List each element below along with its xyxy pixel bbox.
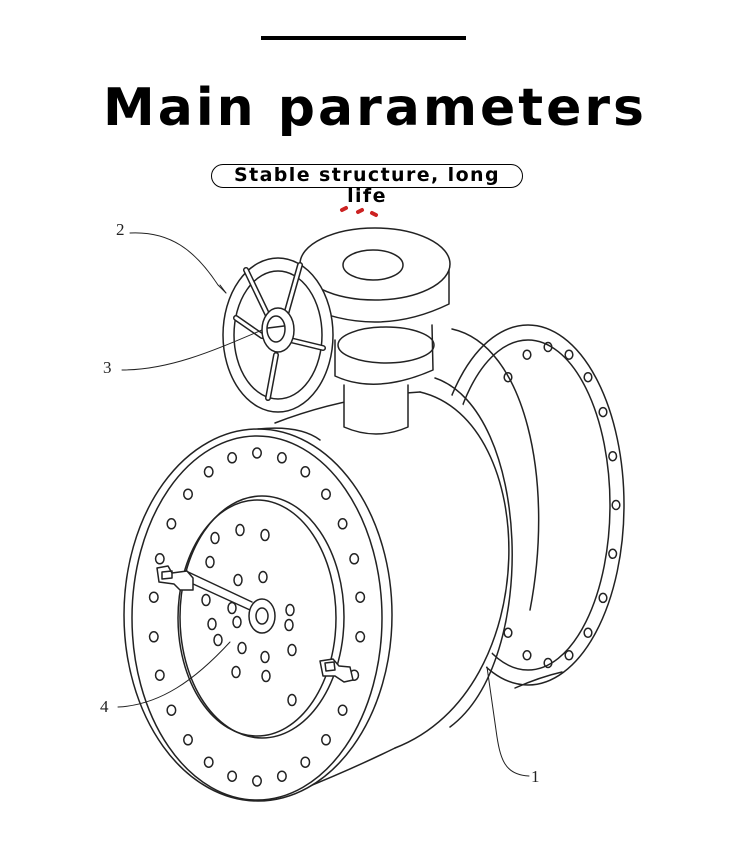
bolt-hole [522,650,532,661]
face-hole [261,669,271,683]
bolt-hole [337,704,348,716]
bolt-hole [349,553,360,565]
bolt-hole [203,466,214,478]
face-hole [287,693,297,707]
face-hole [201,593,211,607]
bolt-hole [276,452,287,464]
bolt-hole [564,349,574,360]
bolt-hole [252,775,262,787]
bolt-hole [503,371,513,383]
bolt-hole [583,371,593,383]
bolt-hole [608,548,618,560]
face-hole [285,603,295,617]
handwheel [222,206,378,413]
bolt-hole [148,591,159,603]
bolt-hole [166,704,177,716]
face-hole [258,570,268,584]
bolt-hole [154,669,165,681]
bolt-hole [252,447,262,459]
bolt-hole [300,466,311,478]
callout-4: 4 [100,697,109,716]
bolt-hole [522,349,532,360]
face-hole [284,618,294,632]
bolt-hole [227,452,238,464]
face-hole [237,641,247,655]
bolt-hole [183,734,193,746]
front-flange-bolt-holes [148,447,366,787]
subtitle-pill: Stable structure, long life [211,164,523,207]
page-title: Main parameters [102,78,647,138]
converter-housing [299,227,451,435]
bolt-hole [183,488,193,500]
face-hole [213,633,223,647]
face-hole [231,665,241,679]
face-hole [207,617,217,631]
bolt-hole [608,450,618,462]
bolt-hole [543,657,553,669]
bolt-hole [598,592,608,604]
bolt-hole [321,488,331,500]
bolt-hole [598,406,608,418]
callout-3: 3 [103,358,112,377]
bolt-hole [564,650,574,661]
top-rule [261,36,466,40]
bolt-hole [543,341,553,353]
face-hole [235,523,245,537]
face-hole [260,528,270,542]
bolt-hole [355,591,366,603]
bolt-hole [203,756,214,768]
face-hole [232,615,242,629]
back-flange-bolt-holes [503,341,621,669]
bolt-hole [337,518,348,530]
bolt-hole [154,553,165,565]
bolt-hole [355,631,366,643]
face-hole [233,573,243,587]
callout-1: 1 [531,767,540,786]
bolt-hole [227,770,238,782]
leader-lines [117,232,530,777]
bolt-hole [148,631,159,643]
bolt-hole [503,627,513,639]
face-hole [205,555,215,569]
bolt-hole [321,734,331,746]
face-hole [260,650,270,664]
bolt-hole [166,518,177,530]
bolt-hole [276,770,287,782]
bolt-hole [611,499,621,511]
callout-2: 2 [116,220,125,239]
bolt-hole [300,756,311,768]
face-hole [287,643,297,657]
bolt-hole [583,627,593,639]
electrode-assembly [156,565,354,683]
face-hole [210,531,220,545]
